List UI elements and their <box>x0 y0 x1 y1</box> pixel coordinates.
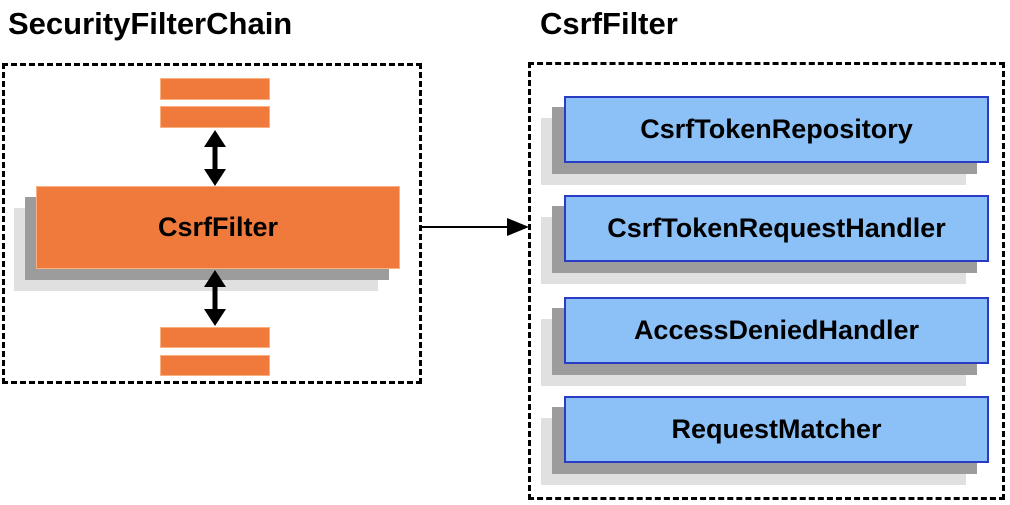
component-node-csrf-token-request-handler: CsrfTokenRequestHandler <box>541 195 989 284</box>
csrf-filter-title: CsrfFilter <box>540 6 678 41</box>
component-label: AccessDeniedHandler <box>633 315 920 345</box>
component-node-face: CsrfTokenRequestHandler <box>564 195 989 262</box>
reference-arrow-icon <box>421 218 529 236</box>
component-label: CsrfTokenRequestHandler <box>607 213 946 243</box>
component-node-face: CsrfTokenRepository <box>564 96 989 163</box>
csrf-filter-node: CsrfFilter <box>36 186 400 269</box>
component-label: CsrfTokenRepository <box>640 114 913 144</box>
filter-placeholder-bar <box>160 106 270 128</box>
double-arrow-icon <box>204 270 226 326</box>
component-node-request-matcher: RequestMatcher <box>541 396 989 485</box>
component-node-face: RequestMatcher <box>564 396 989 463</box>
filter-placeholder-bar <box>160 327 270 348</box>
csrf-filter-node-label: CsrfFilter <box>157 212 279 242</box>
component-node-csrf-token-repository: CsrfTokenRepository <box>541 96 989 185</box>
component-node-face: AccessDeniedHandler <box>564 297 989 364</box>
security-filter-chain-panel: CsrfFilter <box>2 63 422 384</box>
component-label: RequestMatcher <box>671 414 882 444</box>
filter-placeholder-bar <box>160 78 270 100</box>
double-arrow-icon <box>204 130 226 186</box>
security-filter-chain-title: SecurityFilterChain <box>8 6 293 41</box>
component-node-access-denied-handler: AccessDeniedHandler <box>541 297 989 386</box>
csrf-filter-panel: CsrfTokenRepository CsrfTokenRequestHand… <box>528 62 1005 500</box>
filter-placeholder-bar <box>160 355 270 376</box>
